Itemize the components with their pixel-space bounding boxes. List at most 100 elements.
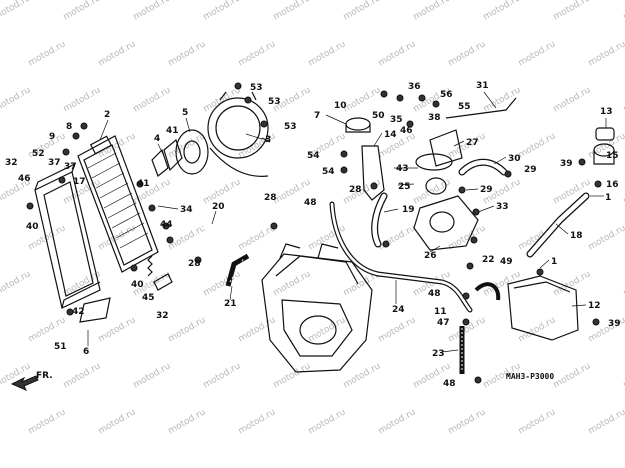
callout-1: 1 [605, 193, 611, 203]
callout-10: 10 [334, 101, 347, 111]
callout-55: 55 [458, 102, 471, 112]
callout-49: 49 [500, 257, 513, 267]
pipe-31 [445, 97, 517, 119]
watermark-text: motod.ru [447, 407, 488, 436]
watermark-text: motod.ru [552, 85, 593, 114]
callout-46: 46 [400, 126, 413, 136]
watermark-text: motod.ru [342, 0, 383, 23]
callout-54: 54 [307, 151, 320, 161]
watermark-text: motod.ru [97, 407, 138, 436]
callout-5: 5 [182, 108, 188, 118]
watermark-text: motod.ru [307, 315, 348, 344]
callout-23: 23 [432, 349, 445, 359]
watermark-text: motod.ru [517, 39, 558, 68]
watermark-text: motod.ru [97, 131, 138, 160]
hose-24 [329, 201, 473, 313]
callout-34: 34 [180, 205, 193, 215]
callout-48: 48 [443, 379, 456, 389]
fan-assembly [151, 129, 269, 177]
callout-50: 50 [372, 111, 385, 121]
watermark-text: motod.ru [167, 315, 208, 344]
callout-29: 29 [480, 185, 493, 195]
hose-21 [225, 253, 250, 287]
leader-line [453, 140, 465, 147]
callout-19: 19 [402, 205, 415, 215]
watermark-text: motod.ru [342, 361, 383, 390]
watermark-text: motod.ru [237, 407, 278, 436]
bracket-42 [79, 297, 111, 323]
callout-54: 54 [322, 167, 335, 177]
front-direction-label: FR. [36, 371, 53, 381]
watermark-text: motod.ru [237, 131, 278, 160]
reserve-tank [507, 275, 579, 341]
callout-20: 20 [212, 202, 225, 212]
watermark-text: motod.ru [342, 177, 383, 206]
callout-25: 25 [398, 182, 411, 192]
leader-line [571, 304, 587, 307]
callout-40: 40 [131, 280, 144, 290]
callout-45: 45 [142, 293, 155, 303]
watermark-text: motod.ru [307, 407, 348, 436]
callout-2: 2 [104, 110, 110, 120]
watermark-text: motod.ru [552, 361, 593, 390]
watermark-text: motod.ru [202, 361, 243, 390]
callout-53: 53 [268, 97, 281, 107]
callout-43: 43 [396, 164, 409, 174]
callout-31: 31 [476, 81, 489, 91]
callout-11: 11 [434, 307, 447, 317]
callout-9: 9 [49, 132, 55, 142]
callout-8: 8 [66, 122, 72, 132]
callout-12: 12 [588, 301, 601, 311]
leader-line [397, 183, 415, 186]
watermark-text: motod.ru [307, 39, 348, 68]
watermark-text: motod.ru [412, 177, 453, 206]
callout-27: 27 [466, 138, 479, 148]
callout-33: 33 [496, 202, 509, 212]
callout-32: 32 [5, 158, 18, 168]
callout-24: 24 [392, 305, 405, 315]
callout-7: 7 [314, 111, 320, 121]
callout-3: 3 [265, 135, 271, 145]
watermark-text: motod.ru [27, 407, 68, 436]
radiator-core [77, 135, 159, 273]
leader-line [483, 91, 497, 109]
hardware [26, 82, 602, 384]
callout-48: 48 [428, 289, 441, 299]
callout-36: 36 [408, 82, 421, 92]
callout-35: 35 [390, 115, 403, 125]
leader-lines [87, 91, 607, 353]
diagram-code: MAH3-P3000 [506, 372, 554, 381]
callout-53: 53 [284, 122, 297, 132]
leader-line [465, 188, 479, 191]
callout-37: 37 [48, 158, 61, 168]
watermark-text: motod.ru [377, 223, 418, 252]
watermark-text: motod.ru [517, 131, 558, 160]
watermark-text: motod.ru [482, 0, 523, 23]
watermark-text: motod.ru [27, 315, 68, 344]
watermark-text: motod.ru [62, 361, 103, 390]
watermark-text: motod.ru [202, 85, 243, 114]
callout-30: 30 [508, 154, 521, 164]
leader-line [555, 223, 569, 235]
leader-line [245, 133, 263, 140]
watermark-text: motod.ru [237, 315, 278, 344]
hose-18 [526, 192, 590, 258]
callout-47: 47 [437, 318, 450, 328]
fan-shroud [207, 91, 271, 159]
callout-18: 18 [570, 231, 583, 241]
leader-line [325, 114, 347, 125]
watermark-text: motod.ru [517, 407, 558, 436]
leader-line [373, 132, 383, 147]
watermark-text: motod.ru [97, 39, 138, 68]
callout-48: 48 [304, 198, 317, 208]
leader-line [429, 245, 441, 253]
watermark-text: motod.ru [272, 361, 313, 390]
leader-line [157, 205, 179, 210]
leader-line [161, 223, 169, 227]
watermark-text: motod.ru [132, 361, 173, 390]
watermark-text: motod.ru [62, 85, 103, 114]
watermark-text: motod.ru [377, 407, 418, 436]
watermark-text: motod.ru [132, 85, 173, 114]
callout-56: 56 [440, 90, 453, 100]
